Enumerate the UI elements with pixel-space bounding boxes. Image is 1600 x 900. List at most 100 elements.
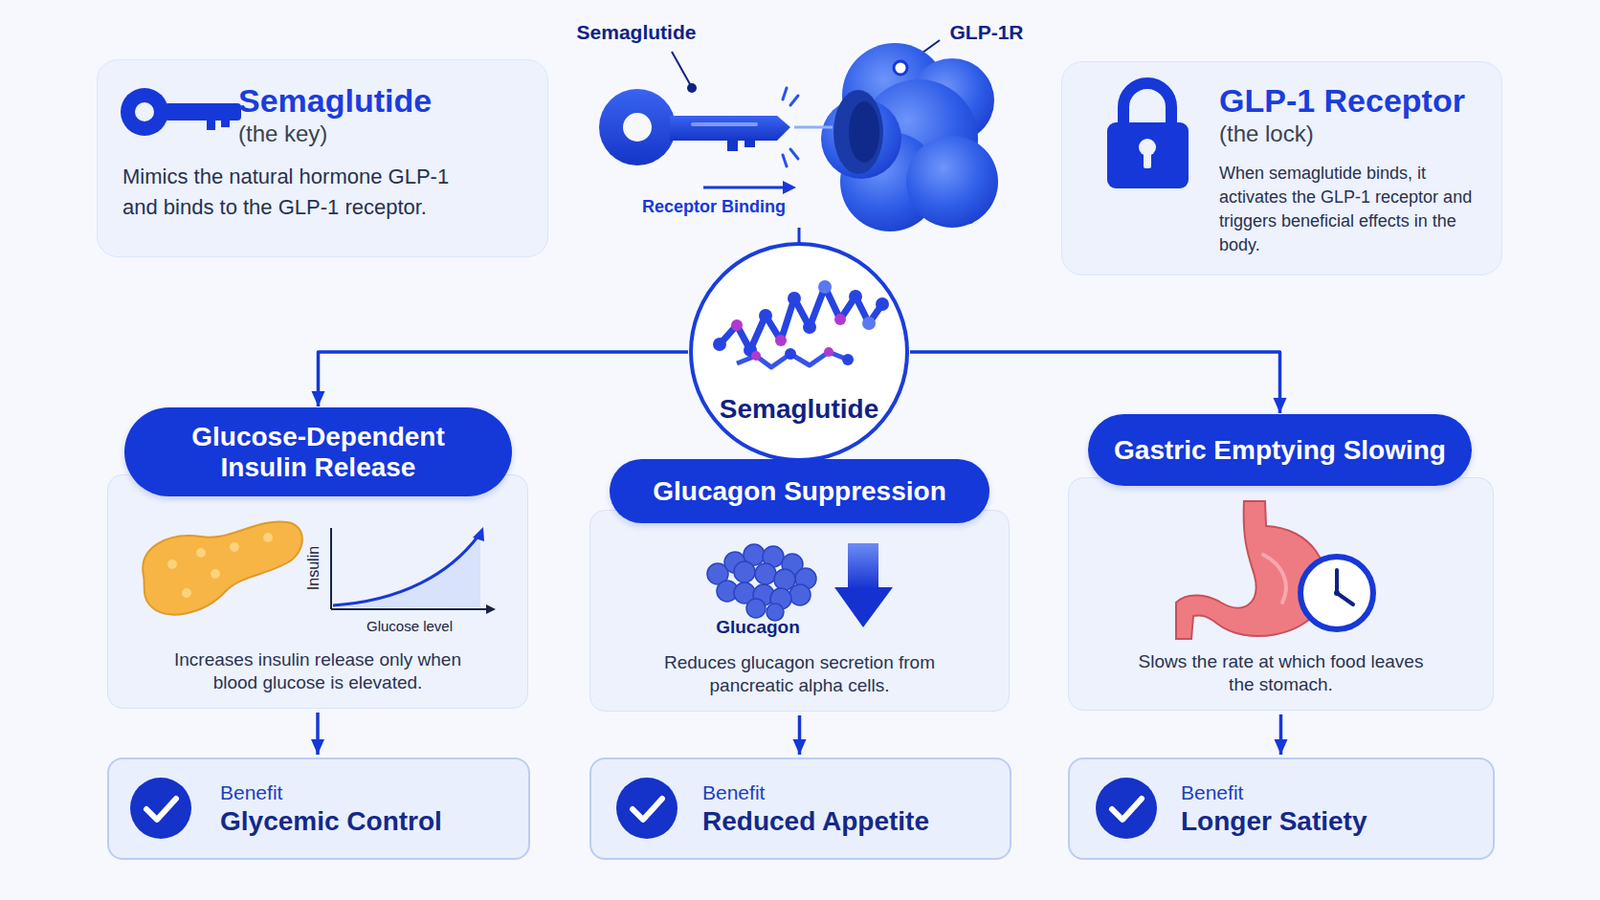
pill-heading: Glucose-Dependent Insulin Release: [160, 422, 477, 484]
receptor-illustration: [842, 43, 948, 149]
binding-spark: [790, 149, 799, 159]
stomach-illustration: [1334, 570, 1339, 594]
pancreas-illustration: [167, 559, 178, 570]
pancreas-illustration: [142, 522, 303, 616]
glucagon-cluster: [795, 568, 817, 590]
receptor-illustration: [794, 43, 999, 232]
key-icon: [120, 88, 169, 136]
card-subtitle: (the lock): [1219, 119, 1489, 149]
key-icon: [206, 118, 216, 131]
peptide-illustration: [751, 351, 761, 361]
peptide-illustration: [784, 348, 797, 360]
glucagon-cluster: [743, 544, 765, 566]
stomach-illustration: [1176, 501, 1327, 640]
effect-box: Slows the rate at which food leaves the …: [1067, 477, 1494, 712]
glucagon-cluster: [707, 544, 817, 622]
insulin-chart: [330, 528, 333, 610]
card-subtitle: (the key): [238, 119, 529, 149]
receptor-illustration: [859, 79, 978, 199]
pancreas-illustration: [181, 588, 192, 599]
peptide-illustration: [743, 343, 757, 357]
receptor-illustration: [910, 58, 995, 143]
peptide-illustration: [848, 289, 863, 304]
peptide-illustration: [787, 291, 801, 306]
binding-spark: [782, 155, 787, 167]
effect-box: Reduces glucagon secretion from pancreat…: [589, 510, 1010, 712]
key-illustration: [690, 122, 758, 127]
stomach-illustration: [1300, 556, 1374, 630]
insulin-chart: [333, 535, 479, 606]
glucagon-cluster: [707, 563, 729, 585]
peptide-illustration: [712, 280, 889, 368]
glucagon-cluster: [770, 588, 792, 610]
insulin-chart: [331, 608, 489, 611]
receptor-illustration: [848, 101, 880, 163]
center-circle: Semaglutide: [688, 241, 911, 464]
key-illustration: [744, 138, 756, 148]
effect-box: Increases insulin release only when bloo…: [107, 474, 529, 710]
info-card: Semaglutide(the key) Mimics the natural h…: [96, 59, 549, 258]
peptide-illustration: [775, 334, 787, 347]
glucagon-cluster: [755, 563, 777, 585]
stomach-illustration: [1336, 593, 1354, 605]
binding-arrow: [703, 180, 797, 195]
key-illustration: [727, 138, 738, 152]
circle-outline: [688, 241, 911, 464]
card-body: When semaglutide binds, it activates the…: [1219, 161, 1489, 258]
peptide-illustration: [875, 297, 889, 312]
pill-heading: Glucagon Suppression: [652, 476, 946, 508]
key-icon: [120, 88, 242, 136]
key-illustration: [622, 112, 652, 142]
leader-line: [671, 40, 940, 93]
insulin-chart: [331, 527, 496, 615]
check-icon: [130, 777, 1157, 840]
receptor-illustration: [821, 98, 902, 179]
glucagon-cluster: [724, 552, 746, 574]
receptor-illustration: [794, 126, 833, 130]
circle-outline: [690, 244, 908, 461]
part-name: GLP-1R: [949, 21, 1023, 45]
stomach-illustration: [1263, 555, 1287, 603]
decrease-arrow: [834, 543, 893, 628]
binding-spark: [782, 88, 799, 167]
peptide-illustration: [818, 280, 832, 294]
check-icon: [130, 777, 192, 840]
leader-line: [905, 40, 940, 66]
padlock-icon: [1143, 149, 1152, 169]
part-name: Glucagon: [715, 617, 800, 639]
connector-arrow: [798, 715, 802, 756]
padlock-icon: [1123, 83, 1172, 130]
receptor-illustration: [906, 135, 999, 228]
glucagon-cluster: [781, 554, 803, 576]
axis-label: Insulin: [305, 546, 323, 591]
mechanism-pill: Glucose-Dependent Insulin Release: [124, 407, 512, 497]
benefit-tag: Benefit: [1180, 780, 1482, 806]
pancreas-illustration: [210, 569, 221, 579]
connector-arrow: [1279, 714, 1284, 756]
card-title: Semaglutide: [238, 81, 529, 120]
peptide-illustration: [802, 320, 817, 334]
leader-line: [687, 83, 697, 93]
check-icon: [1095, 777, 1157, 840]
binding-arrow: [782, 180, 797, 195]
benefit-box: BenefitReduced Appetite: [589, 757, 1012, 861]
padlock-icon: [1107, 83, 1189, 189]
effect-description: Reduces glucagon secretion from pancreat…: [651, 651, 949, 698]
peptide-illustration: [712, 337, 727, 352]
key-illustration: [669, 115, 791, 141]
receptor-illustration: [833, 89, 884, 175]
check-icon: [146, 799, 177, 821]
glucagon-cluster: [733, 561, 756, 583]
check-icon: [632, 799, 663, 821]
glucagon-cluster: [753, 584, 775, 606]
info-card: GLP-1 Receptor(the lock) When semaglutide…: [1061, 61, 1503, 276]
card-body: Mimics the natural hormone GLP-1 and bin…: [122, 161, 487, 223]
decrease-arrow: [834, 587, 893, 628]
peptide-illustration: [719, 287, 883, 351]
benefit-tag: Benefit: [702, 780, 999, 806]
benefit-box: BenefitGlycemic Control: [107, 757, 531, 861]
connector-arrow: [315, 712, 320, 756]
benefit-title: Longer Satiety: [1180, 805, 1482, 839]
receptor-illustration: [893, 61, 908, 75]
card-title: GLP-1 Receptor: [1219, 81, 1489, 120]
